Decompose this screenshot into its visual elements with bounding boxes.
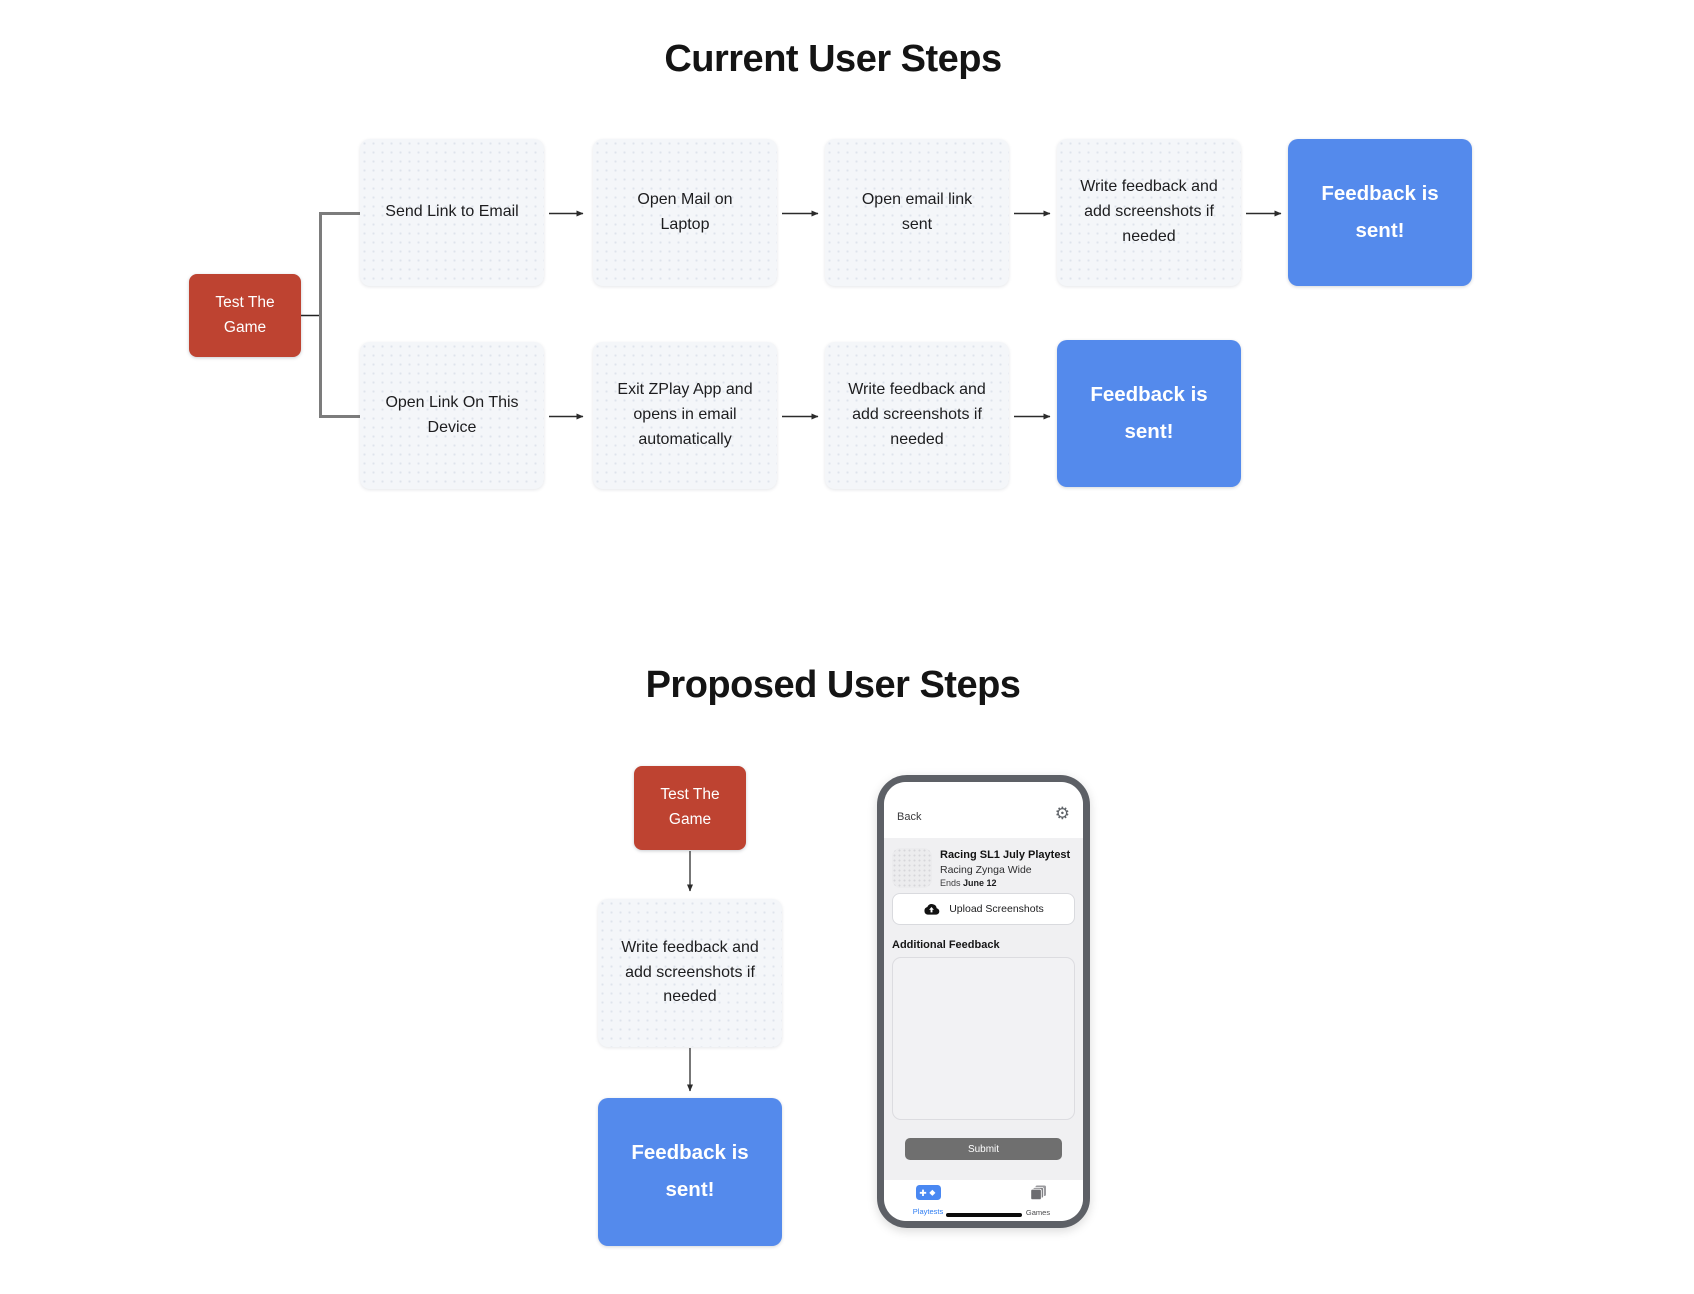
- proposed-start-node-test-the-game: Test The Game: [634, 766, 746, 850]
- ends-label: Ends: [940, 877, 964, 888]
- feedback-textarea[interactable]: [892, 957, 1075, 1120]
- phone-mockup: Back ⚙ Racing SL1 July Playtest Racing Z…: [877, 775, 1090, 1228]
- current-step-send-link-to-email: Send Link to Email: [360, 139, 544, 286]
- playtest-subtitle: Racing Zynga Wide: [940, 863, 1032, 876]
- current-step-exit-zplay-app: Exit ZPlay App and opens in email automa…: [593, 342, 777, 489]
- current-step-open-email-link-sent: Open email link sent: [825, 139, 1009, 286]
- tab-games[interactable]: Games: [1012, 1185, 1064, 1217]
- submit-button[interactable]: Submit: [905, 1138, 1062, 1160]
- current-end-feedback-sent-email-branch: Feedback is sent!: [1288, 139, 1472, 286]
- ends-date: June 12: [963, 877, 997, 888]
- tab-playtests-label: Playtests: [912, 1206, 944, 1216]
- playtest-title: Racing SL1 July Playtest: [940, 849, 1071, 861]
- phone-header: Back ⚙: [884, 782, 1083, 838]
- tab-playtests[interactable]: Playtests: [902, 1185, 954, 1216]
- current-step-write-feedback-device-branch: Write feedback and add screenshots if ne…: [825, 342, 1009, 489]
- playtest-thumbnail: [892, 848, 932, 888]
- additional-feedback-label: Additional Feedback: [892, 939, 1000, 951]
- upload-screenshots-label: Upload Screenshots: [949, 903, 1044, 915]
- back-button[interactable]: Back: [897, 811, 922, 823]
- stacked-games-icon: [1029, 1185, 1047, 1204]
- tab-games-label: Games: [1025, 1208, 1051, 1217]
- current-step-open-link-on-device: Open Link On This Device: [360, 342, 544, 489]
- current-step-open-mail-on-laptop: Open Mail on Laptop: [593, 139, 777, 286]
- upload-screenshots-button[interactable]: Upload Screenshots: [892, 893, 1075, 925]
- proposed-steps-title: Proposed User Steps: [645, 664, 1021, 706]
- phone-bottom-nav: Playtests Games: [884, 1180, 1083, 1221]
- phone-content: Racing SL1 July Playtest Racing Zynga Wi…: [884, 838, 1083, 1180]
- playtest-end-date: Ends June 12: [940, 878, 1075, 888]
- gamepad-icon: [915, 1185, 941, 1200]
- proposed-step-write-feedback: Write feedback and add screenshots if ne…: [598, 899, 782, 1047]
- proposed-end-feedback-sent: Feedback is sent!: [598, 1098, 782, 1246]
- current-start-node-test-the-game: Test The Game: [189, 274, 301, 357]
- home-indicator: [945, 1212, 1022, 1217]
- playtest-card: Racing SL1 July Playtest Racing Zynga Wi…: [940, 849, 1075, 888]
- settings-gear-icon[interactable]: ⚙: [1054, 804, 1070, 824]
- cloud-upload-icon: [924, 904, 940, 915]
- current-step-write-feedback-email-branch: Write feedback and add screenshots if ne…: [1057, 139, 1241, 286]
- current-end-feedback-sent-device-branch: Feedback is sent!: [1057, 340, 1241, 487]
- current-steps-title: Current User Steps: [664, 38, 1002, 80]
